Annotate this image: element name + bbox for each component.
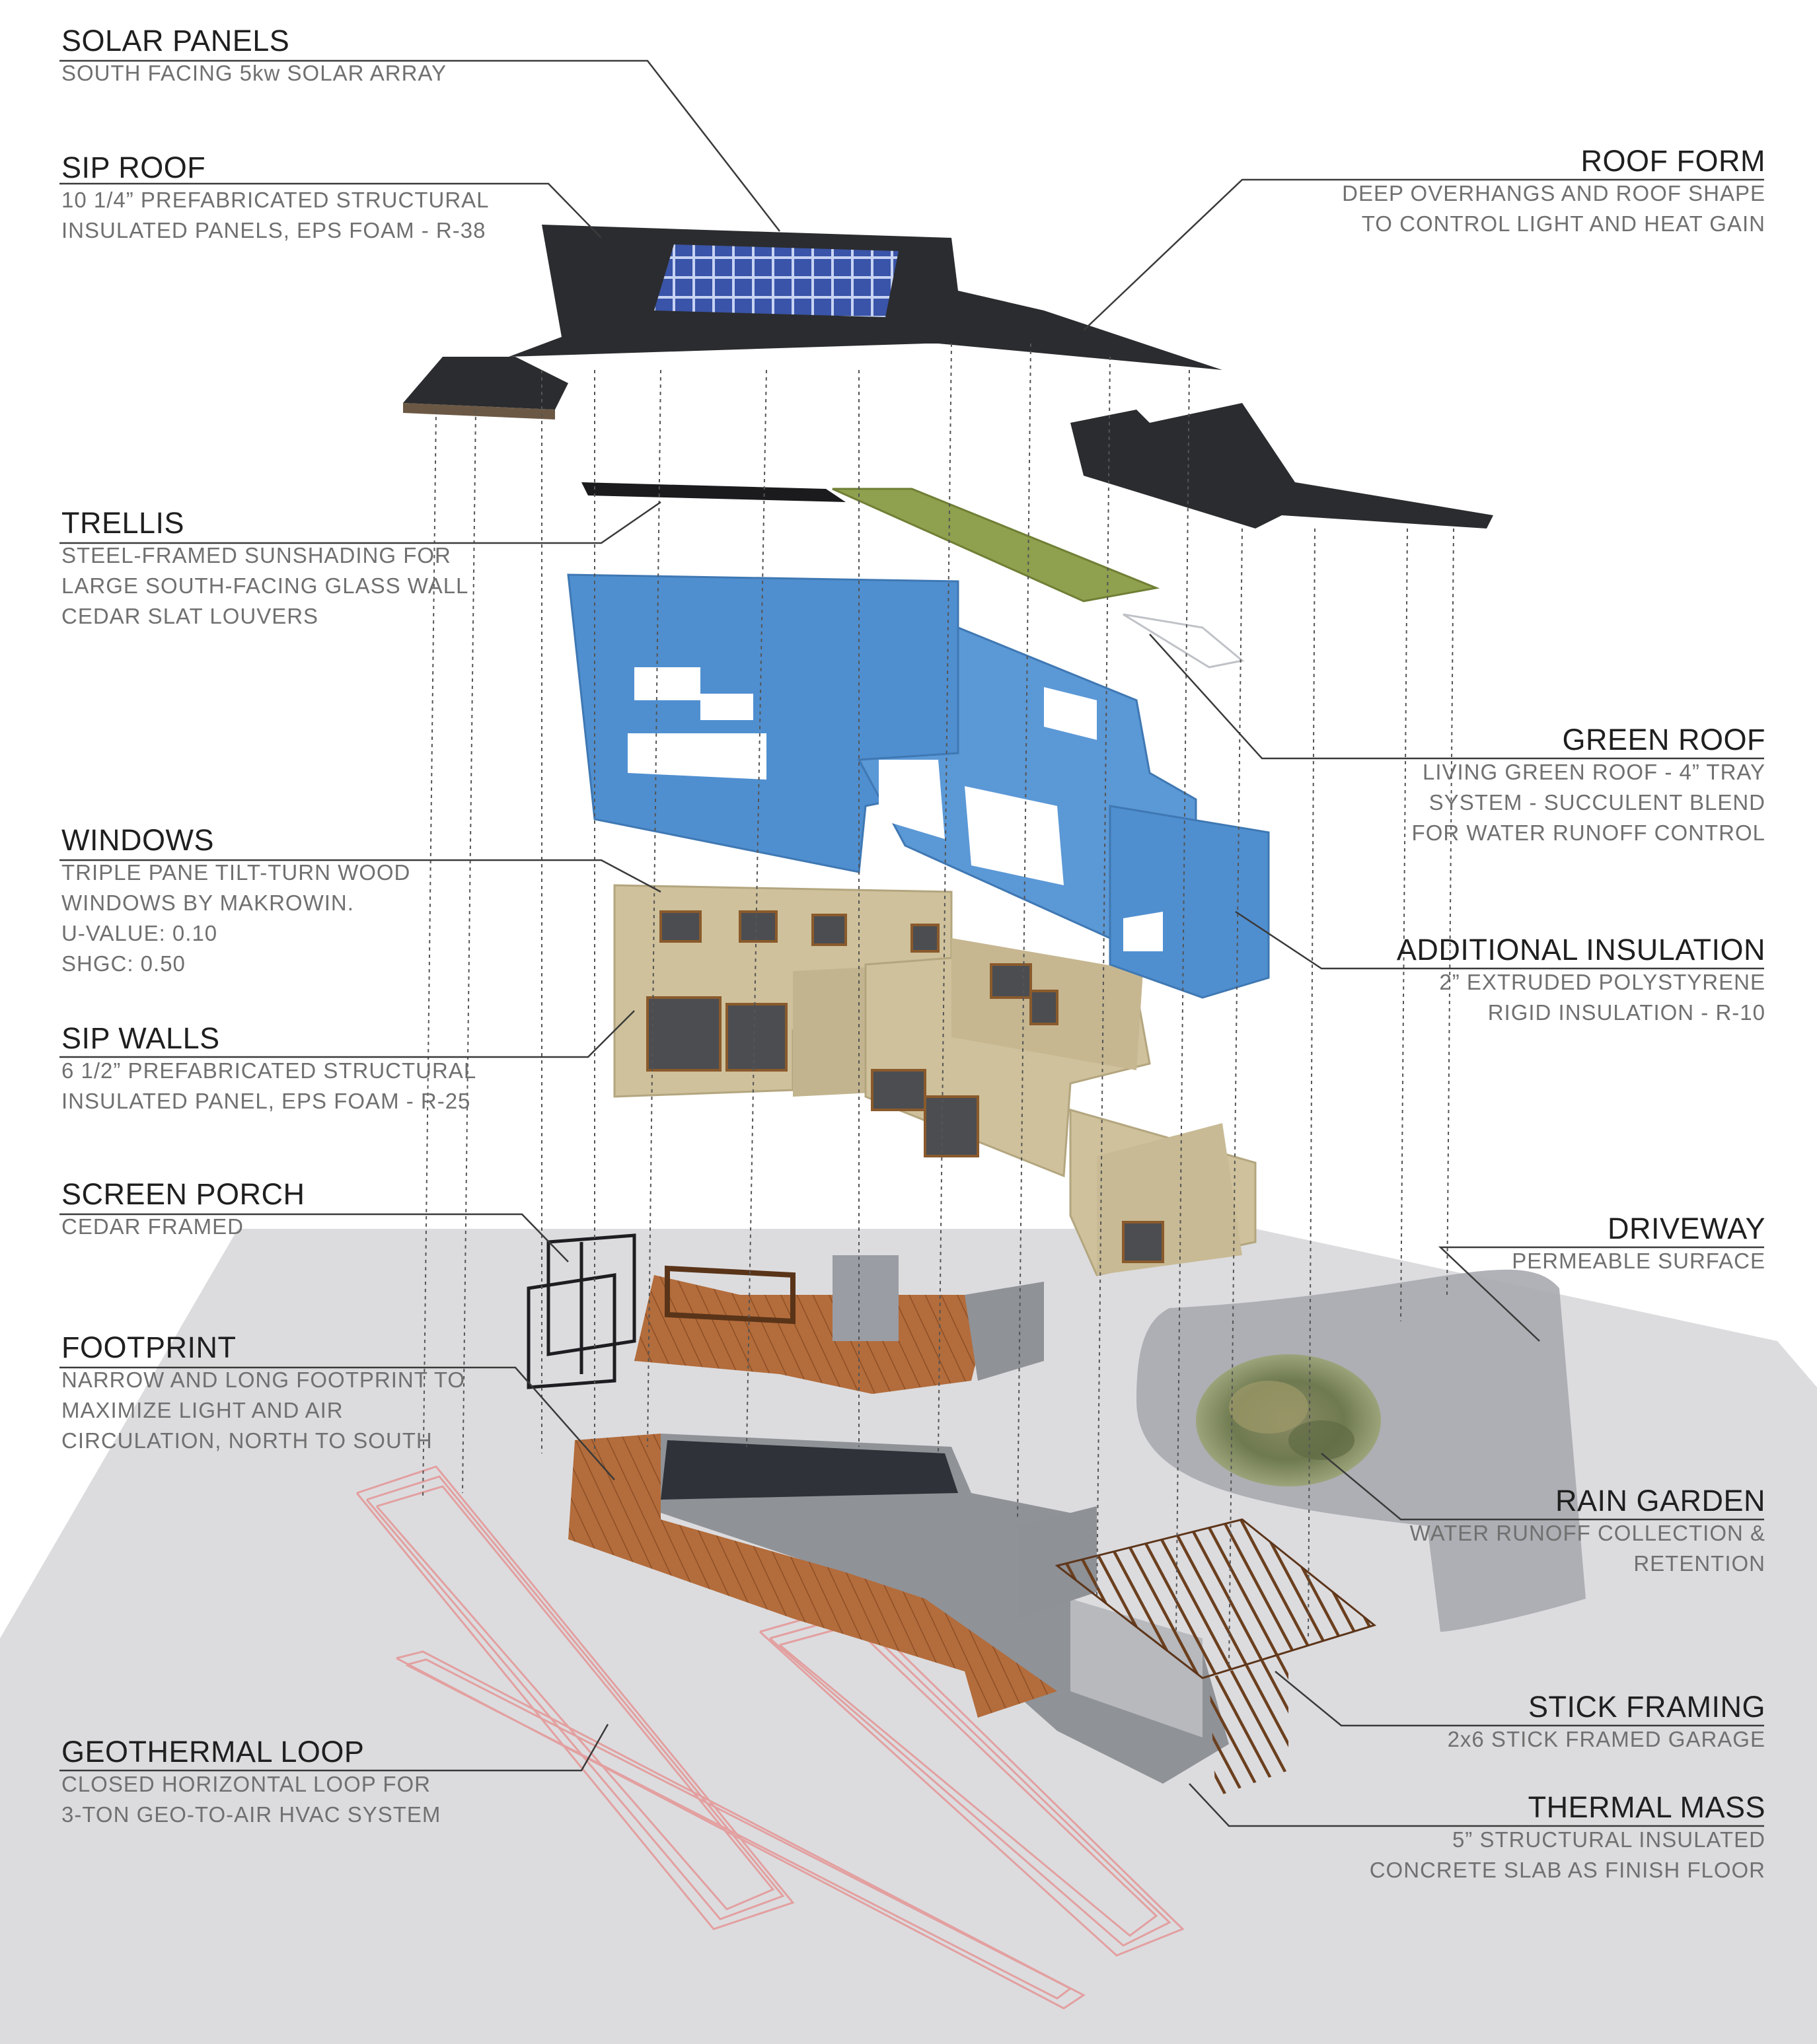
label-roof-form: ROOF FORM DEEP OVERHANGS AND ROOF SHAPE … [1263, 144, 1765, 239]
label-title: STICK FRAMING [1528, 1690, 1765, 1724]
label-line: LIVING GREEN ROOF - 4” TRAY [1422, 760, 1765, 784]
label-line: INSULATED PANEL, EPS FOAM - R-25 [61, 1089, 471, 1113]
label-footprint: FOOTPRINT NARROW AND LONG FOOTPRINT TO M… [61, 1331, 564, 1456]
label-windows: WINDOWS TRIPLE PANE TILT-TURN WOOD WINDO… [61, 823, 564, 979]
label-sip-roof: SIP ROOF 10 1/4” PREFABRICATED STRUCTURA… [61, 151, 564, 246]
label-title: SIP WALLS [61, 1021, 220, 1055]
label-line: INSULATED PANELS, EPS FOAM - R-38 [61, 218, 486, 242]
label-line: 6 1/2” PREFABRICATED STRUCTURAL [61, 1058, 477, 1083]
label-additional-insulation: ADDITIONAL INSULATION 2” EXTRUDED POLYST… [1263, 933, 1765, 1028]
sip-walls [613, 884, 1257, 1276]
label-line: 2” EXTRUDED POLYSTYRENE [1439, 970, 1765, 994]
label-line: CONCRETE SLAB AS FINISH FLOOR [1369, 1858, 1765, 1882]
label-title: SIP ROOF [61, 151, 206, 184]
label-line: NARROW AND LONG FOOTPRINT TO [61, 1368, 466, 1392]
label-title: WINDOWS [61, 823, 214, 857]
label-driveway: DRIVEWAY PERMEABLE SURFACE [1263, 1212, 1765, 1276]
label-title: GEOTHERMAL LOOP [61, 1735, 365, 1769]
label-title: ADDITIONAL INSULATION [1396, 933, 1765, 967]
alignment-lines [422, 343, 1454, 1665]
leader-lines [59, 59, 1764, 1827]
label-line: PERMEABLE SURFACE [1512, 1249, 1765, 1273]
label-title: FOOTPRINT [61, 1331, 237, 1364]
garage-stick-framing [1018, 1506, 1377, 1797]
label-line: CEDAR SLAT LOUVERS [61, 604, 319, 628]
label-title: DRIVEWAY [1607, 1212, 1765, 1245]
label-line: STEEL-FRAMED SUNSHADING FOR [61, 543, 451, 567]
rigid-insulation-layer [567, 573, 1270, 999]
label-title: THERMAL MASS [1528, 1790, 1765, 1824]
label-line: CEDAR FRAMED [61, 1214, 244, 1239]
sip-roof-west-overhang [403, 357, 568, 410]
solar-array [654, 244, 899, 317]
label-sip-walls: SIP WALLS 6 1/2” PREFABRICATED STRUCTURA… [61, 1021, 564, 1116]
label-trellis: TRELLIS STEEL-FRAMED SUNSHADING FOR LARG… [61, 506, 564, 632]
label-line: DEEP OVERHANGS AND ROOF SHAPE [1342, 181, 1765, 205]
label-line: LARGE SOUTH-FACING GLASS WALL [61, 573, 469, 598]
label-title: SCREEN PORCH [61, 1177, 305, 1211]
label-line: WATER RUNOFF COLLECTION & [1409, 1521, 1765, 1545]
label-line: FOR WATER RUNOFF CONTROL [1411, 821, 1765, 845]
label-title: ROOF FORM [1580, 144, 1765, 178]
label-title: GREEN ROOF [1562, 723, 1765, 756]
porch-railing [665, 1265, 796, 1325]
label-line: 5” STRUCTURAL INSULATED [1452, 1827, 1765, 1852]
label-line: 10 1/4” PREFABRICATED STRUCTURAL [61, 188, 490, 212]
label-title: SOLAR PANELS [61, 24, 290, 57]
label-screen-porch: SCREEN PORCH CEDAR FRAMED [61, 1177, 564, 1242]
trellis-steel [581, 482, 846, 502]
label-line: SHGC: 0.50 [61, 951, 186, 976]
label-line: TRIPLE PANE TILT-TURN WOOD [61, 860, 411, 885]
label-line: 2x6 STICK FRAMED GARAGE [1447, 1727, 1765, 1751]
screen-porch-frame [527, 1233, 636, 1389]
label-title: TRELLIS [61, 506, 185, 540]
label-line: SYSTEM - SUCCULENT BLEND [1428, 790, 1765, 815]
label-geothermal-loop: GEOTHERMAL LOOP CLOSED HORIZONTAL LOOP F… [61, 1735, 564, 1830]
label-thermal-mass: THERMAL MASS 5” STRUCTURAL INSULATED CON… [1263, 1790, 1765, 1885]
footprint-deck [568, 1434, 1057, 1718]
green-roof [832, 488, 1160, 602]
label-line: RIGID INSULATION - R-10 [1487, 1000, 1765, 1025]
label-line: SOUTH FACING 5kw SOLAR ARRAY [61, 61, 447, 85]
garage-roof [1070, 403, 1493, 529]
label-stick-framing: STICK FRAMING 2x6 STICK FRAMED GARAGE [1263, 1690, 1765, 1755]
label-line: TO CONTROL LIGHT AND HEAT GAIN [1361, 211, 1765, 236]
label-line: 3-TON GEO-TO-AIR HVAC SYSTEM [61, 1802, 441, 1827]
label-solar-panels: SOLAR PANELS SOUTH FACING 5kw SOLAR ARRA… [61, 24, 564, 89]
label-line: WINDOWS BY MAKROWIN. [61, 891, 354, 915]
label-line: MAXIMIZE LIGHT AND AIR [61, 1398, 344, 1422]
label-line: CIRCULATION, NORTH TO SOUTH [61, 1428, 433, 1453]
label-title: RAIN GARDEN [1555, 1484, 1765, 1517]
label-green-roof: GREEN ROOF LIVING GREEN ROOF - 4” TRAY S… [1263, 723, 1765, 848]
label-line: CLOSED HORIZONTAL LOOP FOR [61, 1772, 431, 1796]
label-line: U-VALUE: 0.10 [61, 921, 218, 945]
label-line: RETENTION [1633, 1551, 1765, 1576]
label-rain-garden: RAIN GARDEN WATER RUNOFF COLLECTION & RE… [1263, 1484, 1765, 1579]
